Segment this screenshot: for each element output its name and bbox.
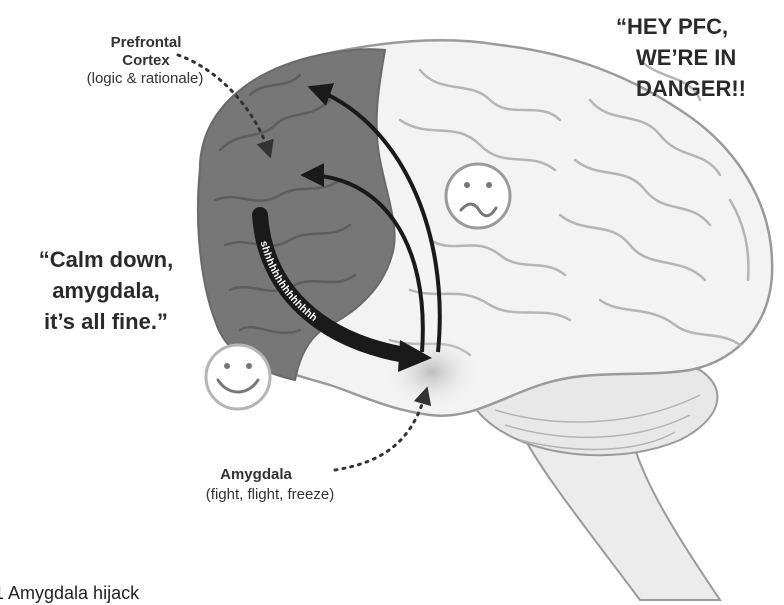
pfc-title: Prefrontal Cortex xyxy=(56,34,236,70)
hey-line1: “HEY PFC, xyxy=(600,12,784,43)
calm-line1: “Calm down, xyxy=(6,245,206,276)
figure-caption: 1 Amygdala hijack xyxy=(0,583,254,605)
amygdala-subtitle: (fight, flight, freeze) xyxy=(160,486,380,504)
calm-line3: it’s all fine.” xyxy=(6,307,206,338)
hey-line3: DANGER!! xyxy=(600,74,784,105)
worried-face-icon xyxy=(446,164,510,228)
smiley-face-icon xyxy=(206,345,270,409)
pfc-subtitle: (logic & rationale) xyxy=(20,70,270,88)
calm-quote: “Calm down, amygdala, it’s all fine.” xyxy=(6,245,206,337)
amygdala-title: Amygdala xyxy=(196,466,316,484)
danger-quote: “HEY PFC, WE’RE IN DANGER!! xyxy=(600,12,784,104)
hey-line2: WE’RE IN xyxy=(600,43,784,74)
calm-line2: amygdala, xyxy=(6,276,206,307)
amygdala-region xyxy=(384,334,480,410)
pfc-title-line1: Prefrontal xyxy=(56,34,236,52)
brain-stem xyxy=(520,430,720,600)
pfc-title-line2: Cortex xyxy=(56,52,236,70)
